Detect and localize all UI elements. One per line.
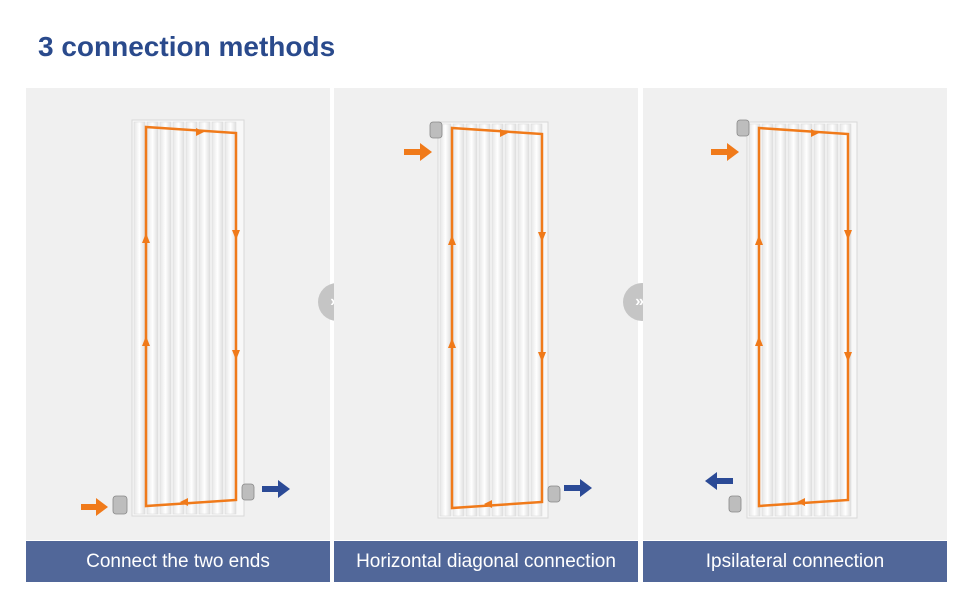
flow-direction-arrows bbox=[448, 129, 546, 508]
valve-icon bbox=[728, 119, 750, 513]
inlet-arrow-icon bbox=[404, 143, 432, 161]
page-title: 3 connection methods bbox=[38, 31, 336, 62]
flow-loop bbox=[757, 126, 850, 508]
valve-icon bbox=[429, 121, 561, 503]
inlet-arrow-icon bbox=[81, 498, 108, 516]
flow-loop bbox=[450, 126, 544, 510]
outlet-arrow-icon bbox=[564, 479, 592, 497]
radiator-illustration bbox=[643, 88, 947, 540]
caption-ipsilateral: Ipsilateral connection bbox=[643, 541, 947, 582]
panel-horizontal-diagonal: Horizontal diagonal connection bbox=[334, 88, 638, 582]
panel-two-ends: Connect the two ends bbox=[26, 88, 330, 582]
flow-loop bbox=[144, 125, 238, 508]
caption-two-ends: Connect the two ends bbox=[26, 541, 330, 582]
radiator-illustration bbox=[334, 88, 638, 540]
radiator bbox=[746, 121, 858, 519]
radiator bbox=[131, 119, 245, 517]
panel-ipsilateral: Ipsilateral connection bbox=[643, 88, 947, 582]
caption-horizontal-diagonal: Horizontal diagonal connection bbox=[334, 541, 638, 582]
outlet-arrow-icon bbox=[262, 480, 290, 498]
radiator-illustration bbox=[26, 88, 330, 540]
inlet-arrow-icon bbox=[711, 143, 739, 161]
flow-direction-arrows bbox=[755, 129, 852, 506]
valve-icon bbox=[112, 483, 255, 515]
flow-direction-arrows bbox=[142, 128, 240, 506]
outlet-arrow-icon bbox=[705, 472, 733, 490]
radiator bbox=[437, 121, 549, 519]
